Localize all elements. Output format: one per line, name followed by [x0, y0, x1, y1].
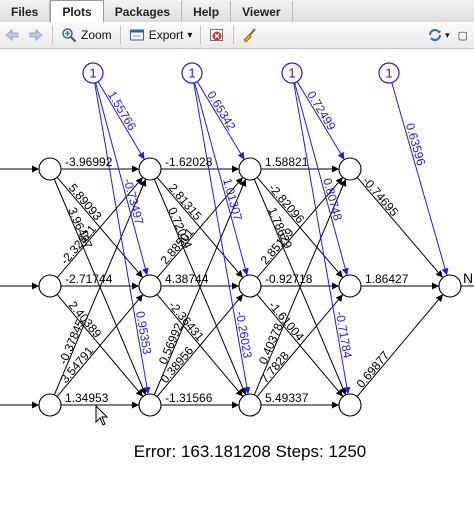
toolbar-separator	[119, 26, 121, 44]
weight-label: 1.34953	[65, 391, 109, 405]
bias-weight-label: -0.26023	[233, 310, 255, 359]
forward-button[interactable]	[24, 24, 48, 46]
bias-edge	[95, 82, 149, 276]
bias-edge	[193, 82, 251, 395]
export-button[interactable]: Export ▾	[125, 24, 197, 46]
bias-weight-label: 0.65342	[204, 88, 239, 133]
weight-label: -3.96992	[65, 155, 113, 169]
bias-edge	[293, 82, 351, 395]
bias-node	[181, 62, 203, 84]
weight-edge	[53, 178, 147, 396]
bias-node-label: 1	[188, 66, 195, 81]
bias-node-label: 1	[385, 66, 392, 81]
weight-edge	[356, 177, 444, 278]
zoom-icon	[62, 28, 77, 43]
weight-label: 1.58821	[265, 155, 309, 169]
mouse-cursor-icon	[95, 404, 109, 426]
clear-plot-button[interactable]	[205, 24, 229, 46]
neuron-node	[338, 274, 362, 298]
toolbar-separator	[233, 26, 235, 44]
zoom-label: Zoom	[81, 28, 112, 42]
bias-node-label: 1	[89, 66, 96, 81]
bias-edge	[294, 82, 349, 276]
pane-options[interactable]: ▢	[457, 29, 468, 42]
forward-arrow-icon	[29, 28, 43, 42]
zoom-button[interactable]: Zoom	[57, 24, 116, 46]
bias-edge	[194, 82, 249, 276]
refresh-button[interactable]: ▾	[423, 24, 454, 46]
bias-node	[378, 62, 400, 84]
output-node	[438, 274, 462, 298]
bias-weight-label: 0.63596	[403, 122, 428, 168]
broom-icon	[243, 28, 257, 43]
neuron-node	[338, 157, 362, 181]
weight-label: -0.74695	[360, 174, 402, 219]
weight-label: -2.71744	[65, 272, 113, 286]
neuron-node	[238, 393, 262, 417]
toolbar-separator	[52, 26, 53, 44]
plot-toolbar: Zoom Export ▾ ▾ ▢	[0, 22, 474, 49]
weight-edge	[256, 294, 344, 397]
weight-label: 0.69877	[354, 348, 393, 390]
bias-edge	[296, 81, 345, 160]
weight-label: 1.86427	[365, 272, 409, 286]
tab-help[interactable]: Help	[182, 1, 232, 22]
weight-label: 5.49337	[265, 391, 309, 405]
bias-weight-label: 1.55766	[105, 89, 139, 134]
weight-label: -1.31566	[165, 391, 213, 405]
export-label: Export	[148, 28, 184, 42]
bias-edge	[196, 81, 245, 160]
bias-weight-label: -0.71784	[333, 310, 355, 359]
weight-edge	[56, 294, 144, 397]
bias-edge	[94, 82, 151, 395]
neuron-node	[138, 393, 162, 417]
bias-edge	[97, 81, 145, 160]
weight-label: 4.38744	[165, 272, 209, 286]
neuron-node	[38, 157, 62, 181]
bias-node	[281, 62, 303, 84]
bias-weight-label: 0.95353	[133, 310, 154, 355]
weight-edge	[256, 177, 344, 278]
neuron-node	[38, 274, 62, 298]
neuron-node	[38, 393, 62, 417]
back-button[interactable]	[0, 24, 24, 46]
chevron-down-icon: ▾	[187, 29, 193, 41]
tab-packages[interactable]: Packages	[104, 1, 183, 22]
weight-edge	[156, 294, 244, 397]
weight-label: -0.92718	[265, 272, 313, 286]
bias-weight-label: 0.72499	[304, 88, 339, 133]
neuron-node	[138, 157, 162, 181]
weight-edge	[356, 294, 444, 397]
weight-edge	[156, 177, 244, 278]
export-icon	[129, 29, 144, 41]
bias-weight-label: -0.73497	[121, 177, 147, 227]
clear-all-button[interactable]	[238, 24, 262, 46]
toolbar-separator	[200, 26, 202, 44]
chevron-down-icon: ▾	[445, 29, 450, 40]
neuron-node	[338, 393, 362, 417]
back-arrow-icon	[5, 28, 19, 42]
tab-viewer[interactable]: Viewer	[231, 1, 293, 22]
neuron-node	[138, 274, 162, 298]
weight-label: -1.62028	[165, 155, 213, 169]
bias-node	[82, 62, 104, 84]
bias-node-label: 1	[288, 66, 295, 81]
tab-files[interactable]: Files	[0, 1, 51, 22]
bias-edge	[391, 82, 449, 276]
error-steps-label: Error: 163.181208 Steps: 1250	[134, 442, 367, 461]
output-label: N	[463, 270, 473, 286]
weight-edge	[56, 177, 144, 278]
neuron-node	[238, 274, 262, 298]
refresh-icon	[429, 29, 442, 41]
tab-plots[interactable]: Plots	[50, 0, 104, 22]
neuron-node	[238, 157, 262, 181]
clear-plot-icon	[210, 29, 224, 41]
